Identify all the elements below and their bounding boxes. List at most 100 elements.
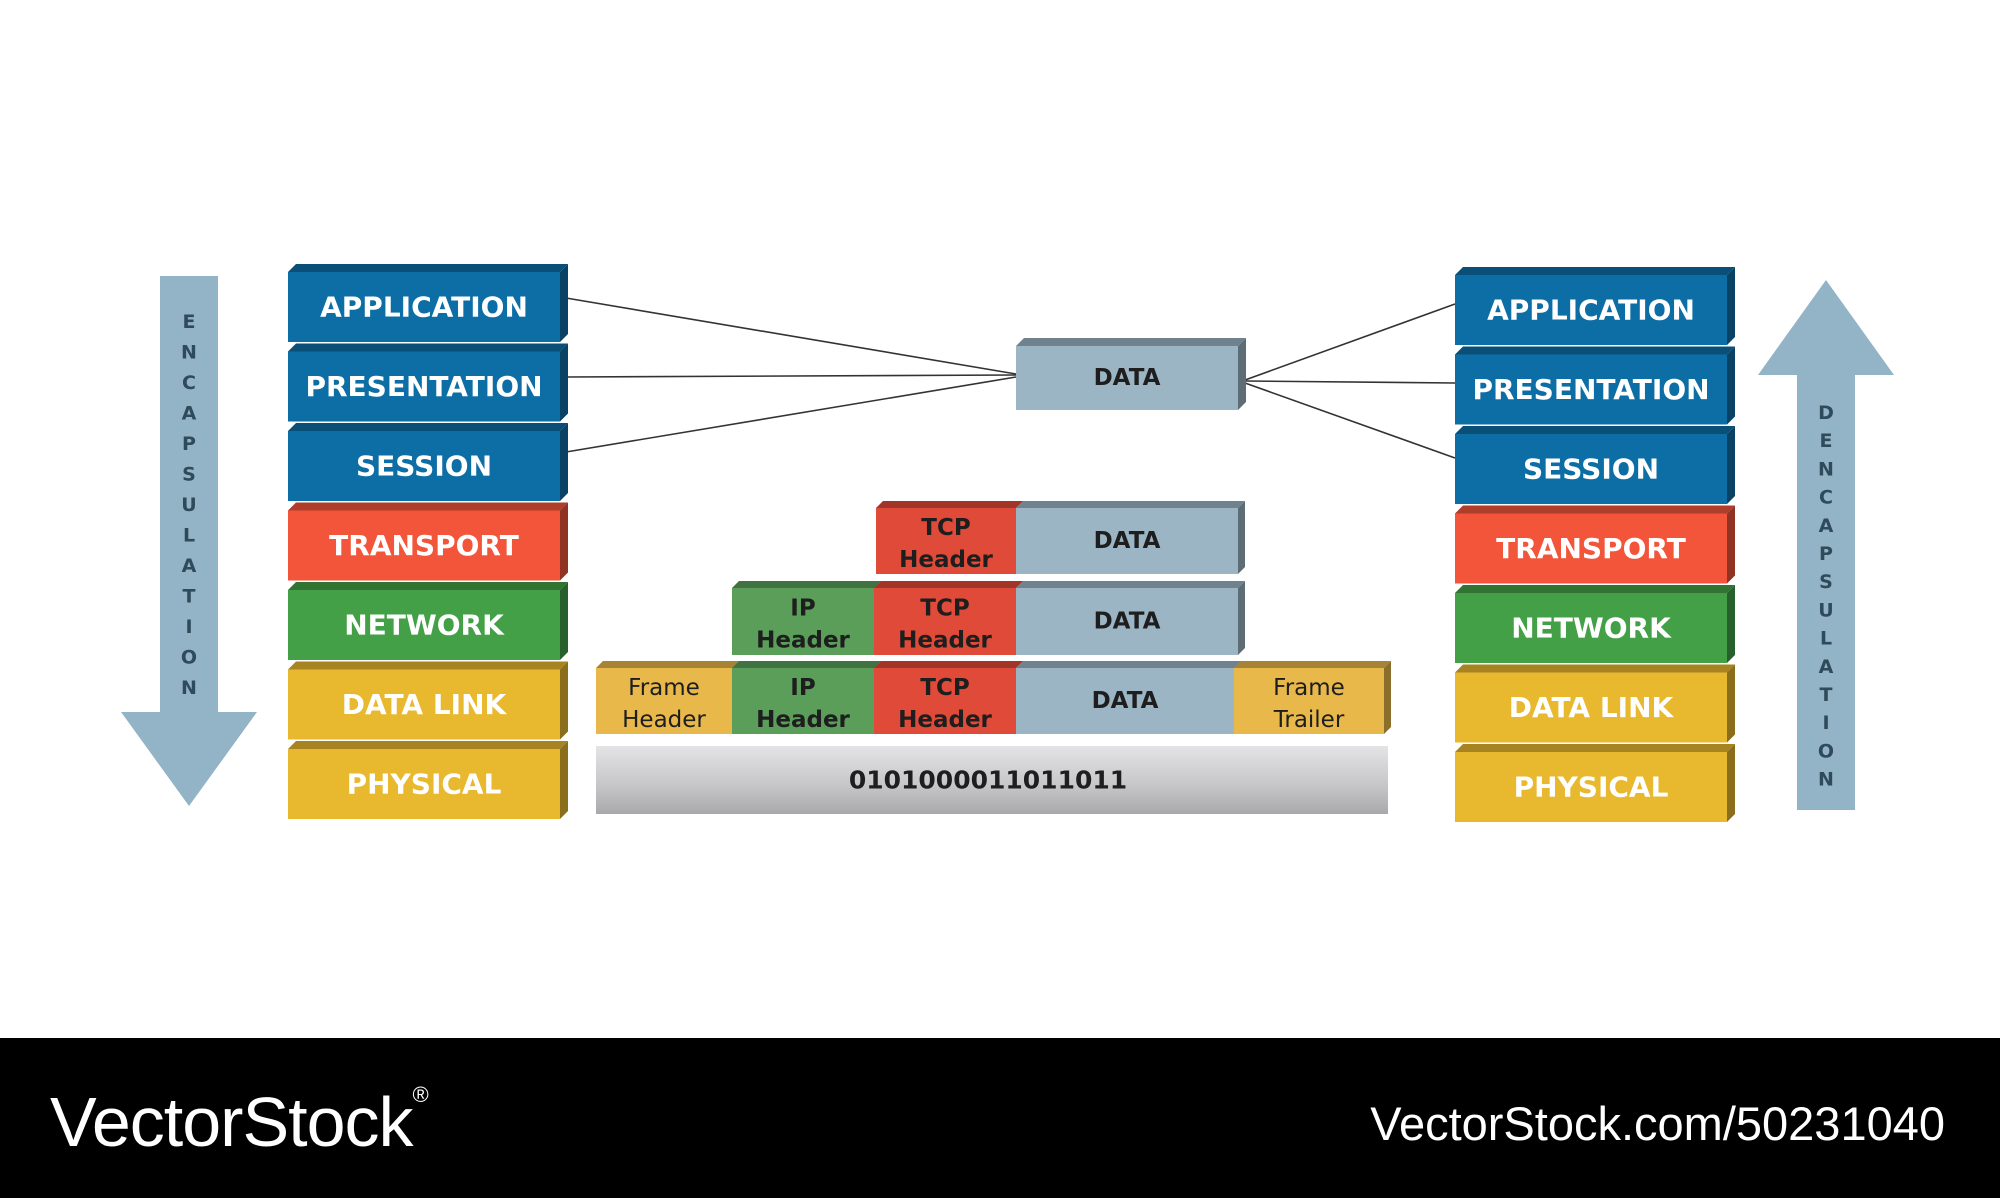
encapsulation_arrow-letter: S	[182, 464, 196, 486]
pdu-row1-tcp-header-face	[876, 508, 1016, 574]
encapsulation_arrow-letter: T	[183, 586, 196, 608]
pdu-row2-data-top	[1016, 581, 1245, 588]
left-layer-session-label: SESSION	[356, 450, 492, 483]
right-layer-presentation-label: PRESENTATION	[1472, 373, 1709, 406]
pdu-row2-ip-header	[732, 581, 881, 655]
left-layer-presentation-face	[288, 351, 560, 422]
right-layer-session-top	[1455, 426, 1735, 434]
pdu-row2-data-label: DATA	[1094, 609, 1161, 635]
footer-bar: VectorStock® VectorStock.com/50231040	[0, 1038, 2000, 1198]
left-layer-presentation	[288, 343, 568, 422]
right-layer-network-top	[1455, 585, 1735, 593]
right-layer-data-link-side	[1727, 664, 1735, 743]
pdu-row3-tcp-header	[874, 661, 1023, 734]
left-osi-stack: APPLICATIONPRESENTATIONSESSIONTRANSPORTN…	[288, 264, 568, 819]
pdu-row1-tcp-header-top	[876, 501, 1023, 508]
data-box-label: DATA	[1094, 365, 1161, 391]
pdu-row3-data	[1016, 661, 1241, 734]
left-layer-transport	[288, 502, 568, 581]
footer-url: VectorStock.com/50231040	[1370, 1097, 1945, 1150]
left-layer-application	[288, 264, 568, 342]
right-layer-physical-top	[1455, 744, 1735, 752]
decapsulation_arrow-letter: U	[1818, 599, 1833, 621]
decapsulation_arrow-letter: I	[1822, 712, 1829, 734]
pdu-row3-ip-header-face	[732, 668, 874, 734]
pdu-row3-frame-header-face	[596, 668, 732, 734]
pdu-row3-frame-trailer-face	[1234, 668, 1384, 734]
right-layer-data-link	[1455, 664, 1735, 743]
right-layer-presentation-side	[1727, 346, 1735, 425]
left-layer-physical-label: PHYSICAL	[347, 768, 502, 801]
encapsulation_arrow-shape	[121, 276, 257, 806]
left-layer-presentation-side	[560, 343, 568, 422]
right-layer-network-face	[1455, 593, 1727, 663]
right-layer-network-label: NETWORK	[1511, 612, 1672, 645]
right-osi-stack: APPLICATION PRESENTATION SESSION TRANSPORT N…	[1455, 267, 1735, 822]
connector-line	[1244, 303, 1456, 381]
left-layer-application-top	[288, 264, 568, 272]
encapsulation_arrow-letter: N	[181, 677, 197, 699]
data-box-block-top	[1016, 338, 1246, 346]
right-layer-physical-label: PHYSICAL	[1514, 771, 1669, 804]
bits-label: 0101000011011011	[849, 766, 1127, 795]
right-layer-transport-label: TRANSPORT	[1496, 532, 1686, 565]
pdu-row1-data	[1016, 501, 1245, 574]
right-layer-transport-side	[1727, 505, 1735, 584]
left-layer-data-link-side	[560, 661, 568, 740]
left-layer-presentation-label: PRESENTATION	[305, 370, 542, 403]
right-layer-physical-face	[1455, 752, 1727, 822]
left-layer-presentation-top	[288, 343, 568, 352]
connector-line	[565, 376, 1017, 453]
left-layer-network-label: NETWORK	[344, 609, 505, 642]
left-layer-network	[288, 582, 568, 660]
data-box-block	[1016, 338, 1246, 410]
decapsulation_arrow-letter: A	[1819, 515, 1834, 537]
left-layer-session-top	[288, 423, 568, 431]
right-layer-presentation-face	[1455, 354, 1727, 425]
right-layer-network-side	[1727, 585, 1735, 663]
left-layer-physical-side	[560, 741, 568, 819]
pdu-row3-frame-header-top	[596, 661, 739, 668]
decapsulation_arrow-letter: P	[1819, 543, 1833, 565]
pdu-row1-data-side	[1238, 501, 1245, 574]
right-layer-session-side	[1727, 426, 1735, 504]
pdu-row3-ip-header-top	[732, 661, 881, 668]
right-layer-session-label: SESSION	[1523, 453, 1659, 486]
left-layer-session-face	[288, 431, 560, 501]
pdu-row3-frame-trailer-top	[1234, 661, 1391, 668]
left-layer-physical	[288, 741, 568, 819]
data-box-block-face	[1016, 346, 1238, 410]
connector-line	[565, 374, 1017, 378]
pdu-row3-tcp-header-top	[874, 661, 1023, 668]
encapsulation_arrow-letter: E	[183, 311, 196, 333]
right-layer-application-label: APPLICATION	[1487, 294, 1695, 327]
connector-line	[1244, 382, 1456, 459]
decapsulation_arrow-letter: A	[1819, 656, 1834, 678]
left-layer-application-face	[288, 272, 560, 342]
decapsulation_arrow-letter: N	[1818, 769, 1834, 791]
right-layer-application-face	[1455, 275, 1727, 345]
encapsulation_arrow-letter: A	[182, 555, 197, 577]
decapsulation_arrow-letter: C	[1819, 487, 1833, 509]
footer-brand: VectorStock®	[50, 1082, 429, 1162]
pdu-row3-data-top	[1016, 661, 1241, 668]
pdu-row2-ip-header-face	[732, 588, 874, 655]
left-layer-session	[288, 423, 568, 501]
right-layer-presentation-top	[1455, 346, 1735, 355]
left-layer-data-link	[288, 661, 568, 740]
pdu-row1-data-top	[1016, 501, 1245, 508]
right-layer-network	[1455, 585, 1735, 663]
left-layer-transport-top	[288, 502, 568, 511]
encapsulation_arrow-letter: C	[182, 372, 196, 394]
pdu-row3-data-label: DATA	[1092, 688, 1159, 714]
brand-name: VectorStock	[50, 1083, 414, 1161]
right-layer-physical-side	[1727, 744, 1735, 822]
pdu-row2-data	[1016, 581, 1245, 655]
right-layer-transport-face	[1455, 513, 1727, 584]
